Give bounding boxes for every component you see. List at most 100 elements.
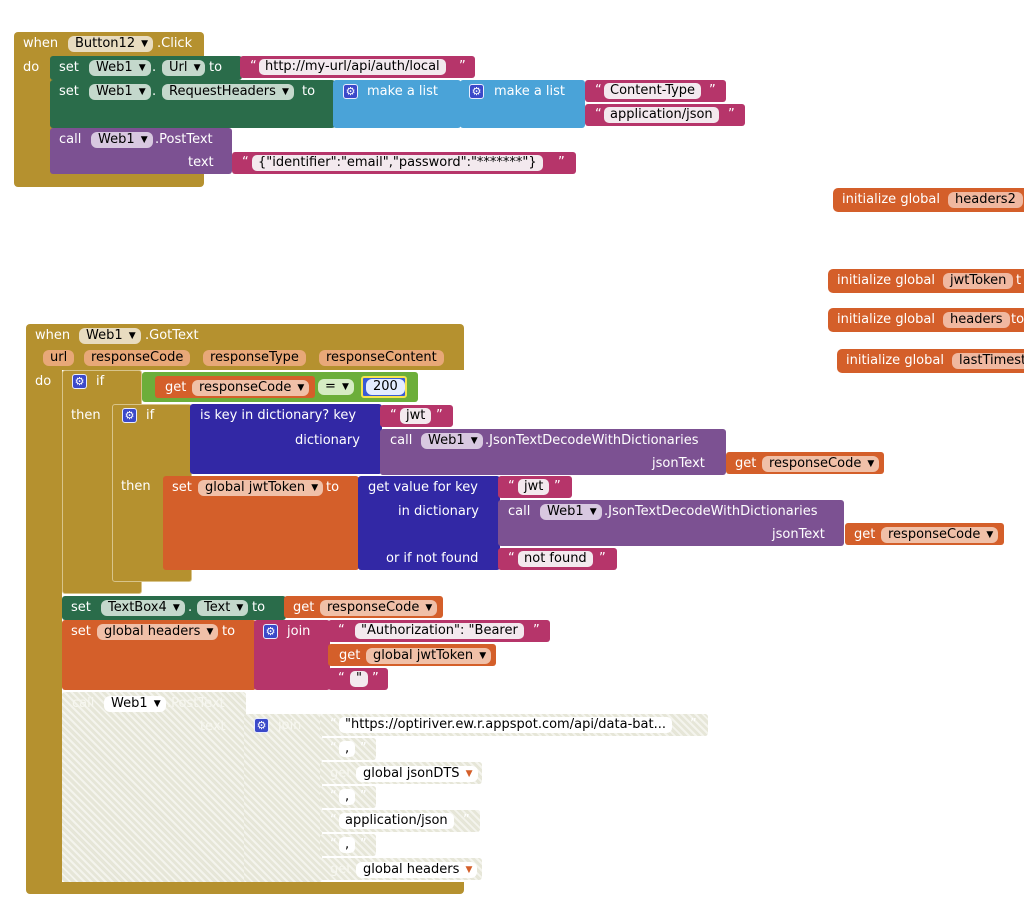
global-jsondts-dropdown[interactable]: global jsonDTS▼ <box>356 766 478 782</box>
quote-string[interactable]: " <box>350 671 368 687</box>
dropdown-arrow-icon: ▼ <box>297 383 305 393</box>
dropdown-arrow-icon: ▼ <box>867 459 875 469</box>
param-responsecontent[interactable]: responseContent <box>319 350 444 366</box>
text-param-label: text <box>188 155 214 170</box>
not-found-string[interactable]: not found <box>518 551 593 567</box>
global-name-field[interactable]: jwtToken <box>943 273 1014 289</box>
set-label: set <box>71 624 91 639</box>
quote-close: ” <box>728 107 735 122</box>
comma-string[interactable]: , <box>339 741 356 757</box>
then-label: then <box>71 408 101 423</box>
is-key-in-dictionary-block[interactable] <box>190 404 382 474</box>
dropdown-arrow-icon: ▼ <box>465 769 473 779</box>
jwt-key-string[interactable]: jwt <box>400 408 432 424</box>
web1-dropdown[interactable]: Web1▼ <box>89 84 151 100</box>
global-headers-dropdown[interactable]: global headers▼ <box>356 862 478 878</box>
make-a-list-label: make a list <box>494 84 566 99</box>
equals-operator-label: = <box>325 379 336 394</box>
if-label: if <box>96 374 105 389</box>
dropdown-arrow-icon: ▼ <box>282 87 289 97</box>
join-label: join <box>287 624 311 639</box>
url-property-dropdown[interactable]: Url▼ <box>162 60 206 76</box>
get-value-for-key-block[interactable] <box>358 476 500 570</box>
web1-dropdown[interactable]: Web1▼ <box>91 132 153 148</box>
global-jwttoken-dropdown[interactable]: global jwtToken▼ <box>366 648 492 664</box>
authorization-string[interactable]: "Authorization": "Bearer <box>355 623 524 639</box>
operator-dropdown[interactable]: =▼ <box>318 379 354 395</box>
responsecode-label: responseCode <box>199 380 292 395</box>
content-type-string[interactable]: Content-Type <box>604 83 702 99</box>
to-label: t <box>1016 273 1022 288</box>
responsecode-dropdown[interactable]: responseCode ▼ <box>762 456 880 472</box>
dropdown-arrow-icon: ▼ <box>172 603 180 613</box>
web1-dropdown[interactable]: Web1▼ <box>104 696 166 712</box>
credentials-string[interactable]: {"identifier":"email","password":"******… <box>252 155 543 171</box>
get-label: get <box>854 527 876 542</box>
param-responsetype[interactable]: responseType <box>203 350 306 366</box>
initialize-global-label: initialize global <box>846 353 944 368</box>
quote-open: “ <box>595 107 602 122</box>
mutator-gear-icon[interactable]: ⚙ <box>72 374 87 389</box>
comma-string[interactable]: , <box>339 837 356 853</box>
jsontext-param-label: jsonText <box>772 527 825 542</box>
web1-dropdown[interactable]: Web1▼ <box>421 433 483 449</box>
quote-open: “ <box>390 408 397 423</box>
web1-dropdown[interactable]: Web1▼ <box>79 328 141 344</box>
global-jwttoken-dropdown[interactable]: global jwtToken▼ <box>198 480 324 496</box>
responsecode-dropdown[interactable]: responseCode ▼ <box>192 380 310 396</box>
mutator-gear-icon[interactable]: ⚙ <box>263 624 278 639</box>
quote-close: ” <box>558 155 565 170</box>
responsecode-dropdown[interactable]: responseCode▼ <box>320 600 438 616</box>
disabled-join-block[interactable] <box>244 714 322 882</box>
quote-close: ” <box>360 741 367 756</box>
global-headers-label: global headers <box>104 624 201 639</box>
quote-open: “ <box>242 155 249 170</box>
to-label: to <box>209 60 223 75</box>
url-string-value[interactable]: http://my-url/api/auth/local <box>259 59 446 75</box>
dropdown-arrow-icon: ▼ <box>470 436 478 446</box>
dropdown-arrow-icon: ▼ <box>341 382 349 392</box>
web1-dropdown[interactable]: Web1▼ <box>89 60 151 76</box>
global-name-field[interactable]: lastTimest <box>952 353 1024 369</box>
dropdown-arrow-icon: ▼ <box>193 63 201 73</box>
web1-dropdown[interactable]: Web1▼ <box>540 504 602 520</box>
dropdown-arrow-icon: ▼ <box>311 483 319 493</box>
requestheaders-dropdown[interactable]: RequestHeaders ▼ <box>162 84 294 100</box>
set-label: set <box>172 480 192 495</box>
get-label: get <box>735 456 757 471</box>
mutator-gear-icon[interactable]: ⚙ <box>122 408 137 423</box>
jsondecode-method-label: .JsonTextDecodeWithDictionaries <box>485 433 699 448</box>
param-url[interactable]: url <box>43 350 75 366</box>
api-url-string[interactable]: "https://optiriver.ew.r.appspot.com/api/… <box>339 717 672 733</box>
call-label: call <box>72 696 95 711</box>
get-value-for-key-label: get value for key <box>368 480 478 495</box>
global-headers-dropdown[interactable]: global headers▼ <box>97 624 219 640</box>
disabled-call-web1-posttext-block[interactable] <box>62 692 246 882</box>
mutator-gear-icon[interactable]: ⚙ <box>469 84 484 99</box>
mutator-gear-icon[interactable]: ⚙ <box>254 718 269 733</box>
call-label: call <box>59 132 82 147</box>
number-200-field[interactable]: 200 <box>366 379 405 395</box>
textbox4-dropdown[interactable]: TextBox4▼ <box>101 600 185 616</box>
when-web1-gottext-block-bottom <box>26 882 464 894</box>
dropdown-arrow-icon: ▼ <box>236 603 244 613</box>
then-label: then <box>121 479 151 494</box>
application-json-string[interactable]: application/json <box>604 107 719 123</box>
global-name-field[interactable]: headers2 <box>948 192 1023 208</box>
text-property-dropdown[interactable]: Text▼ <box>197 600 249 616</box>
quote-close: ” <box>533 623 540 638</box>
if-label: if <box>146 408 155 423</box>
responsecode-label: responseCode <box>769 456 862 471</box>
comma-string[interactable]: , <box>339 789 356 805</box>
jwt-key-string[interactable]: jwt <box>518 479 550 495</box>
requestheaders-label: RequestHeaders <box>169 84 276 99</box>
mutator-gear-icon[interactable]: ⚙ <box>343 84 358 99</box>
param-responsecode[interactable]: responseCode <box>84 350 191 366</box>
application-json-string[interactable]: application/json <box>339 813 454 829</box>
dropdown-arrow-icon: ▼ <box>589 507 597 517</box>
global-name-field[interactable]: headers <box>943 312 1010 328</box>
button12-dropdown[interactable]: Button12▼ <box>68 36 154 52</box>
make-a-list-label: make a list <box>367 84 439 99</box>
is-key-label: is key in dictionary? key <box>200 408 357 423</box>
responsecode-dropdown[interactable]: responseCode▼ <box>881 527 999 543</box>
